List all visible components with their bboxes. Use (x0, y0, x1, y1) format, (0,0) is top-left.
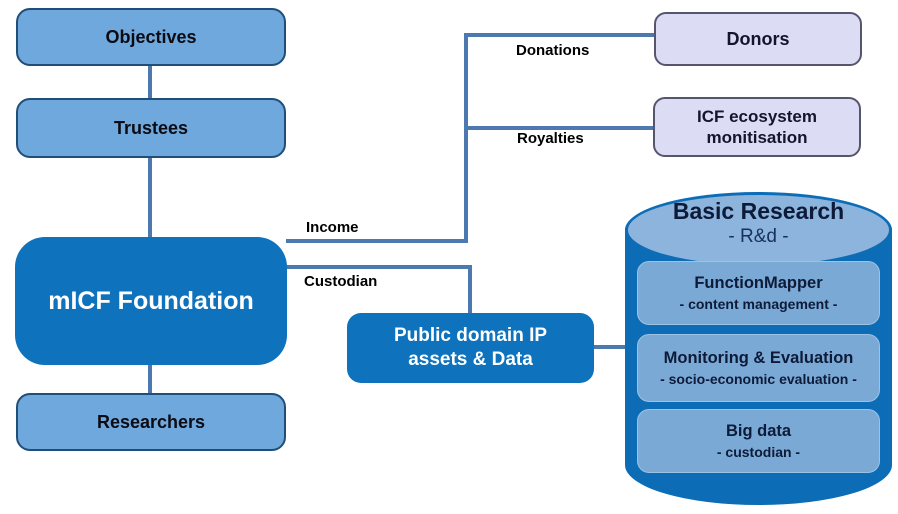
trustees-label: Trustees (113, 117, 189, 138)
edge-custodian-horizontal (286, 265, 472, 269)
edge-foundation-researchers (148, 364, 152, 394)
edge-donations-horizontal (464, 33, 655, 37)
public-domain-line1: Public domain IP (393, 325, 548, 347)
basic-research-cylinder: Basic Research - R&d - FunctionMapper - … (625, 192, 892, 505)
function-mapper-subtitle: - content management - (679, 295, 838, 312)
big-data-box: Big data - custodian - (637, 409, 880, 473)
donors-box: Donors (654, 12, 862, 66)
edge-objectives-trustees (148, 65, 152, 99)
edge-assets-to-cylinder (593, 345, 627, 349)
monitoring-evaluation-title: Monitoring & Evaluation (663, 349, 854, 368)
researchers-label: Researchers (96, 411, 206, 432)
public-domain-box: Public domain IP assets & Data (347, 313, 594, 383)
edge-trustees-foundation (148, 157, 152, 238)
trustees-box: Trustees (16, 98, 286, 158)
function-mapper-box: FunctionMapper - content management - (637, 261, 880, 325)
big-data-subtitle: - custodian - (716, 443, 801, 460)
custodian-label: Custodian (304, 273, 378, 290)
public-domain-line2: assets & Data (408, 349, 533, 370)
monitoring-evaluation-subtitle: - socio-economic evaluation - (660, 370, 857, 387)
objectives-box: Objectives (16, 8, 286, 66)
edge-royalties-horizontal (464, 126, 655, 130)
edge-income-horizontal (286, 239, 468, 243)
icf-ecosystem-label: ICF ecosystem monitisation (697, 106, 817, 147)
royalties-label: Royalties (517, 130, 584, 147)
cylinder-top-ellipse (625, 192, 892, 268)
foundation-label: mICF Foundation (48, 286, 254, 315)
basic-research-title: Basic Research (672, 198, 845, 224)
function-mapper-title: FunctionMapper (694, 274, 823, 293)
edge-income-trunk-vertical (464, 33, 468, 243)
researchers-box: Researchers (16, 393, 286, 451)
objectives-label: Objectives (105, 26, 197, 47)
foundation-box: mICF Foundation (15, 237, 287, 365)
income-label: Income (306, 219, 359, 236)
icf-ecosystem-box: ICF ecosystem monitisation (653, 97, 861, 157)
donors-label: Donors (726, 28, 790, 49)
edge-custodian-vertical (468, 265, 472, 315)
donations-label: Donations (516, 42, 590, 59)
monitoring-evaluation-box: Monitoring & Evaluation - socio-economic… (637, 334, 880, 402)
big-data-title: Big data (725, 422, 792, 441)
basic-research-subtitle: - R&d - (728, 226, 789, 247)
